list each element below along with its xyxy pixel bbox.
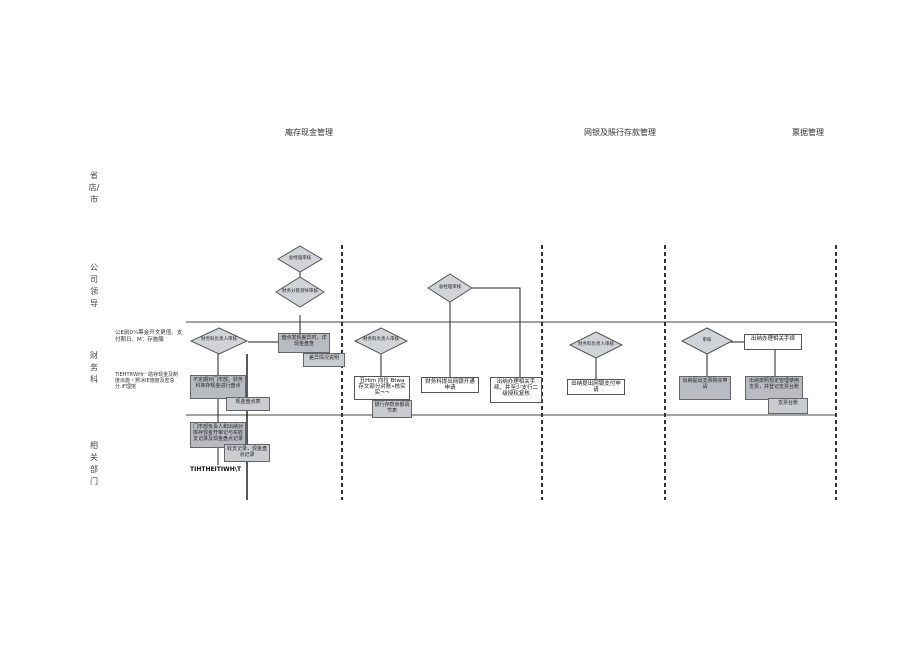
label-gm-approve-2: 总经理审核 bbox=[438, 285, 462, 290]
section-header-bill: 票据管理 bbox=[792, 128, 824, 137]
node-bank-handle: 出纳办理相关手续，并至少支行二级授权复核 bbox=[490, 377, 542, 403]
node-bill-ledger: 支票台账 bbox=[768, 398, 808, 414]
decision-fin-chief-review-3 bbox=[568, 331, 624, 359]
label-bill-audit: 审核 bbox=[702, 338, 712, 343]
decision-gm-approve-2 bbox=[427, 273, 473, 303]
section-header-bank: 网银及賬行存款管理 bbox=[584, 128, 656, 137]
decision-gm-approve-1 bbox=[277, 245, 323, 273]
node-cash-count-table: 现金盘点表 bbox=[226, 397, 270, 411]
lane-label-company: 公司领导 bbox=[90, 263, 98, 308]
section-header-cash: 庵存现金管理 bbox=[285, 128, 333, 137]
node-bill-buy: 出纳提出支票购买申请 bbox=[679, 376, 731, 400]
decision-fin-mgr-review bbox=[275, 276, 325, 308]
label-fin-chief-review-2: 财务科负责人审核 bbox=[363, 337, 399, 342]
node-bank-pay: 出纳提出网银支付申请 bbox=[567, 379, 625, 395]
lane-label-dept: 相关部门 bbox=[90, 441, 98, 486]
decision-fin-chief-review-1 bbox=[189, 327, 249, 355]
finance-note-1: 公E前0¼筹金开文更值、支付期日、M：存施腺 bbox=[115, 330, 183, 343]
node-bill-procure: 出纳办理相关手续 bbox=[744, 334, 802, 350]
node-dept-note-1: 不定期对门市部、财务科库存现金进行盘点 bbox=[190, 375, 246, 399]
decision-fin-chief-review-2 bbox=[353, 327, 409, 355]
node-receipt-record: 收支记录，现金盘点记录 bbox=[224, 444, 270, 462]
label-fin-chief-review-3: 财务科负责人审核 bbox=[578, 342, 614, 347]
label-gm-approve-1: 总经理审核 bbox=[288, 256, 312, 261]
node-bill-register: 出纳按照规定管理使用支票，并登记支票台账 bbox=[745, 376, 803, 400]
lane-label-finance: 财务科 bbox=[90, 351, 98, 384]
label-fin-chief-review-1: 财务科负责人审核 bbox=[201, 337, 237, 342]
node-bank-open: 财务科提出网银开通申请 bbox=[421, 377, 479, 393]
label-fin-mgr-review: 财务分管领导审核 bbox=[282, 289, 318, 294]
node-cash-diff-report: 差异情况说明 bbox=[303, 353, 345, 367]
lane-label-store: 省店/市 bbox=[88, 171, 100, 204]
node-bank-note-1: 丑Him 向拉 Btwa 存文部分对账•核实实¬¬ bbox=[354, 376, 410, 400]
dept-handwriting: TIHTHEITIWH\T bbox=[190, 466, 242, 473]
node-cash-exec: 盘点发现差异时，详现金盘查 bbox=[278, 333, 330, 353]
finance-note-2: TIEHTftWHr⁻ 助存现金及制度派施・努冰IE施度及密总分.iF理馆 bbox=[115, 372, 179, 390]
node-dept-note-2: 门市部负责人和出纳对库存现金开审记与实收支记录及现金盘点记录 bbox=[190, 422, 246, 448]
decision-bill-audit bbox=[680, 327, 734, 355]
node-bank-balance: 银行存款余额调节表 bbox=[372, 400, 412, 418]
